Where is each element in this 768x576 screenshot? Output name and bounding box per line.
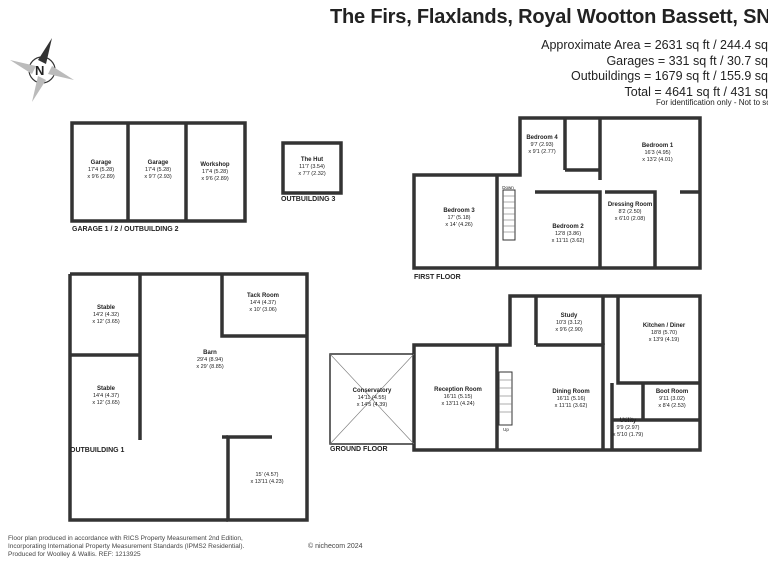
ground-floor-walls — [412, 294, 702, 452]
stairs-up-label: Up — [503, 427, 509, 432]
area-garages: Garages = 331 sq ft / 30.7 sq — [606, 53, 768, 68]
first-floor-walls — [412, 116, 702, 270]
area-total: Total = 4641 sq ft / 431 sq — [624, 84, 768, 99]
footer-line: Floor plan produced in accordance with R… — [8, 535, 243, 542]
stairs-down-label: Down — [502, 185, 514, 190]
footer-line: Produced for Woolley & Wallis. REF: 1213… — [8, 551, 141, 558]
room-store: 15' (4.57)x 13'11 (4.23) — [250, 472, 284, 485]
area-outbuildings: Outbuildings = 1679 sq ft / 155.9 sq — [570, 69, 768, 83]
section-first-floor: FIRST FLOOR — [414, 274, 461, 281]
footer-notes: Floor plan produced in accordance with R… — [8, 535, 244, 559]
disclaimer: For identification only - Not to sc — [656, 98, 768, 107]
area-summary: Approximate Area = 2631 sq ft / 244.4 sq… — [540, 38, 768, 100]
compass-label: N — [35, 63, 45, 78]
section-hut: OUTBUILDING 3 — [281, 196, 336, 203]
footer-line: Incorporating International Property Mea… — [8, 543, 245, 550]
section-ground-floor: GROUND FLOOR — [330, 446, 388, 453]
outbuilding1-walls — [70, 272, 309, 522]
area-approx: Approximate Area = 2631 sq ft / 244.4 sq — [541, 38, 768, 52]
section-garages: GARAGE 1 / 2 / OUTBUILDING 2 — [72, 226, 179, 233]
footer-logo: © nichecom 2024 — [308, 543, 363, 550]
hut-walls — [281, 141, 343, 195]
page-title: The Firs, Flaxlands, Royal Wootton Basse… — [330, 6, 768, 28]
section-outbuilding1: OUTBUILDING 1 — [70, 447, 125, 454]
compass-icon — [10, 38, 74, 102]
garage-block-walls — [70, 121, 247, 223]
conservatory-walls — [329, 353, 415, 445]
